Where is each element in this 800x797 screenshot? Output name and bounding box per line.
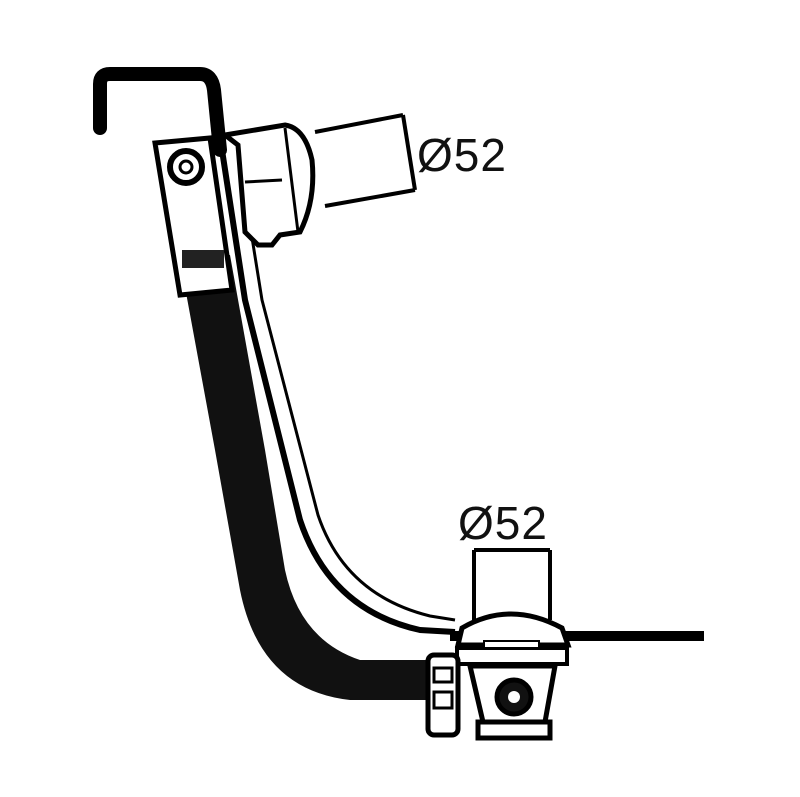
waste-dimension-lines	[472, 548, 552, 620]
rigid-overflow-pipe	[219, 149, 456, 635]
flexible-hose	[180, 255, 430, 700]
waste-diameter-label: Ø52	[458, 497, 548, 549]
overflow-hook-tube	[93, 67, 227, 157]
overflow-diameter-label: Ø52	[417, 129, 507, 181]
overflow-bracket	[152, 135, 235, 298]
overflow-head	[218, 122, 316, 248]
overflow-dimension-lines	[314, 113, 417, 208]
waste-plug	[454, 611, 572, 666]
waste-body-trap	[425, 652, 558, 741]
